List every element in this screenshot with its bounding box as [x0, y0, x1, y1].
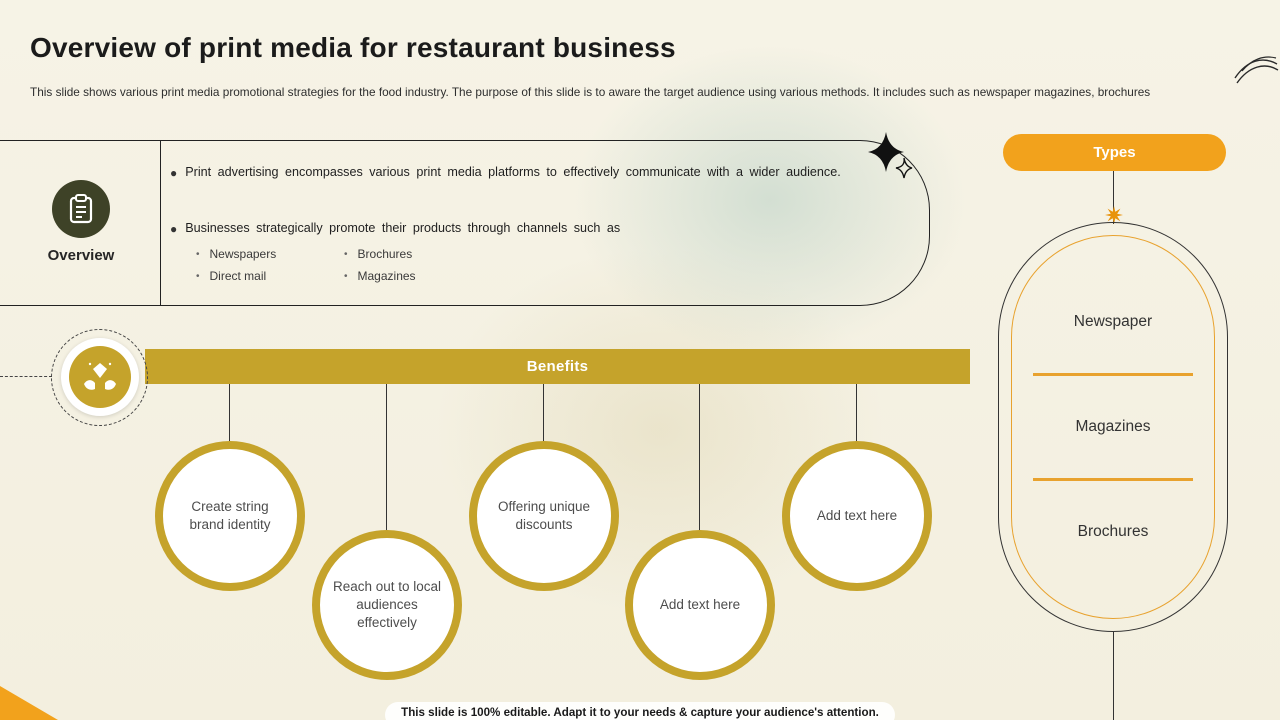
bullet-dot: ● [170, 166, 178, 180]
channel-item: • Brochures [344, 243, 492, 265]
diamond-hands-icon [69, 346, 131, 408]
types-capsule-inner: Newspaper Magazines Brochures [1011, 235, 1215, 619]
type-item-newspaper: Newspaper [1073, 313, 1153, 330]
overview-divider [160, 141, 162, 305]
footer-note: This slide is 100% editable. Adapt it to… [401, 706, 879, 719]
channel-item: • Direct mail [196, 265, 344, 287]
dashed-line [0, 376, 52, 377]
connector-line [856, 384, 858, 441]
overview-bullet-1-text: Print advertising encompasses various pr… [185, 165, 841, 179]
benefit-circle-2: Reach out to local audiences effectively [312, 530, 462, 680]
bullet-dot: • [196, 248, 200, 260]
bullet-dot: • [344, 270, 348, 282]
benefit-text: Create string brand identity [189, 498, 271, 532]
benefit-text: Reach out to local audiences effectively [332, 578, 442, 631]
footer-pill [385, 702, 895, 720]
overview-section: Overview ● Print advertising encompasses… [0, 140, 930, 306]
overview-bullet-2-text: Businesses strategically promote their p… [185, 221, 621, 235]
channel-label: Newspapers [209, 247, 277, 261]
corner-wedge-shape [0, 686, 58, 720]
overview-label: Overview [47, 247, 115, 264]
overview-channels-list: • Newspapers • Brochures • Direct mail • Mag… [196, 243, 492, 287]
benefit-circle-5: Add text here [782, 441, 932, 591]
types-connector-line-bottom [1113, 632, 1115, 720]
connector-line [229, 384, 231, 441]
sparkle-icon [862, 130, 918, 187]
benefit-text: Add text here [659, 596, 741, 612]
type-divider [1033, 478, 1193, 481]
channel-label: Brochures [357, 247, 413, 261]
benefit-text: Add text here [816, 507, 898, 523]
bullet-dot: • [196, 270, 200, 282]
bullet-dot: • [344, 248, 348, 260]
slide-subtitle: This slide shows various print media pro… [30, 85, 1151, 99]
type-divider [1033, 373, 1193, 376]
channel-label: Magazines [357, 269, 416, 283]
clipboard-icon [52, 180, 110, 238]
swoosh-icon [1233, 52, 1279, 93]
benefit-text: Offering unique discounts [497, 498, 591, 532]
types-connector-line [1113, 171, 1115, 224]
benefits-label: Benefits [526, 358, 589, 375]
benefit-circle-4: Add text here [625, 530, 775, 680]
channel-item: • Magazines [344, 265, 492, 287]
overview-bullet-1: ● Print advertising encompasses various … [170, 165, 870, 182]
type-item-magazines: Magazines [1075, 418, 1151, 435]
page-title: Overview of print media for restaurant b… [30, 32, 676, 63]
bullet-dot: ● [170, 222, 178, 236]
types-label: Types [1093, 144, 1136, 161]
benefits-banner: Benefits [145, 349, 970, 384]
starburst-icon [1104, 205, 1124, 230]
benefit-circle-3: Offering unique discounts [469, 441, 619, 591]
channel-item: • Newspapers [196, 243, 344, 265]
type-item-brochures: Brochures [1077, 523, 1149, 540]
types-capsule: Newspaper Magazines Brochures [998, 222, 1228, 632]
connector-line [699, 384, 701, 530]
overview-bullet-2: ● Businesses strategically promote their… [170, 221, 870, 238]
channel-label: Direct mail [209, 269, 267, 283]
types-header-pill: Types [1003, 134, 1226, 171]
connector-line [543, 384, 545, 441]
benefits-dashed-circle [51, 329, 148, 426]
benefit-circle-1: Create string brand identity [155, 441, 305, 591]
connector-line [386, 384, 388, 530]
